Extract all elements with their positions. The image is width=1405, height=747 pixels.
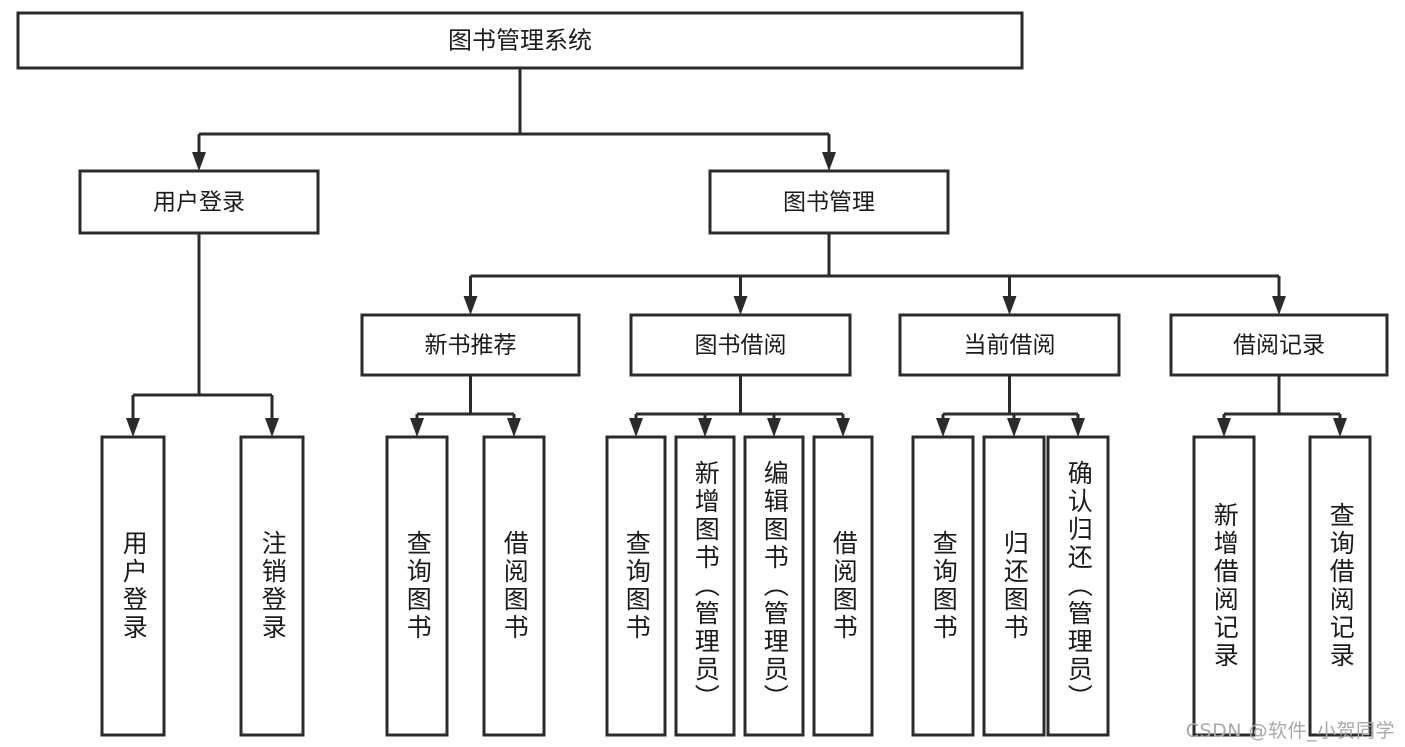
node-box-leaf-borrow-book-2[interactable] [812, 435, 874, 737]
node-label-root: 图书管理系统 [448, 27, 592, 55]
leafgroup-borrow-record-branch-0-arrowhead [1217, 418, 1231, 437]
node-box-leaf-user-login[interactable] [100, 435, 166, 737]
node-box-leaf-add-record[interactable] [1192, 435, 1256, 737]
leafgroup-current-borrow-branch-1-arrowhead [1007, 418, 1021, 437]
watermark-text: CSDN @软件_小贺同学 [1185, 720, 1395, 742]
node-box-book-borrow[interactable] [629, 313, 852, 377]
node-box-leaf-query-record[interactable] [1308, 435, 1372, 737]
leafgroup-book-borrow-branch-1-arrowhead [698, 418, 712, 437]
node-box-current-borrow[interactable] [898, 313, 1121, 377]
root-to-level2-branch-1-arrowhead [822, 152, 836, 171]
bookmgmt-to-level3-branch-0-arrowhead [463, 296, 478, 315]
leafgroup-new-book-recommend-branch-0-arrowhead [410, 418, 424, 437]
node-box-leaf-add-book[interactable] [674, 435, 736, 737]
leafgroup-user-login-branch-0-arrowhead [126, 418, 140, 437]
node-box-leaf-query-book-2[interactable] [605, 435, 667, 737]
node-label-user-login: 用户登录 [153, 190, 245, 216]
node-box-leaf-query-book-3[interactable] [911, 435, 975, 737]
leafgroup-current-borrow-branch-2-arrowhead [1071, 418, 1085, 437]
node-box-leaf-logout[interactable] [239, 435, 305, 737]
node-box-borrow-record[interactable] [1169, 313, 1389, 377]
leafgroup-book-borrow-branch-0-arrowhead [629, 418, 643, 437]
node-box-new-book-recommend[interactable] [360, 313, 581, 377]
node-label-book-borrow: 图书借阅 [695, 333, 787, 359]
leafgroup-current-borrow-branch-0-arrowhead [936, 418, 950, 437]
leafgroup-book-borrow-branch-3-arrowhead [836, 418, 850, 437]
leafgroup-book-borrow-branch-2-arrowhead [767, 418, 781, 437]
node-label-new-book-recommend: 新书推荐 [425, 333, 517, 359]
leafgroup-new-book-recommend-branch-1-arrowhead [507, 418, 521, 437]
node-box-root[interactable] [16, 11, 1024, 70]
node-box-leaf-edit-book[interactable] [743, 435, 805, 737]
root-to-level2-branch-0-arrowhead [192, 152, 206, 171]
node-box-layer [16, 11, 1389, 737]
node-box-book-management[interactable] [708, 169, 950, 235]
leafgroup-user-login-branch-1-arrowhead [265, 418, 279, 437]
node-label-current-borrow: 当前借阅 [964, 333, 1056, 359]
leafgroup-borrow-record-branch-1-arrowhead [1333, 418, 1347, 437]
node-box-leaf-return-book[interactable] [982, 435, 1046, 737]
connector-layer [126, 68, 1347, 437]
node-box-leaf-query-book-1[interactable] [385, 435, 449, 737]
node-box-user-login[interactable] [78, 169, 320, 235]
node-box-leaf-confirm-return[interactable] [1046, 435, 1110, 737]
node-label-book-management: 图书管理 [783, 190, 875, 216]
bookmgmt-to-level3-branch-1-arrowhead [733, 296, 748, 315]
node-box-leaf-borrow-book-1[interactable] [482, 435, 546, 737]
bookmgmt-to-level3-branch-2-arrowhead [1002, 296, 1017, 315]
bookmgmt-to-level3-branch-3-arrowhead [1272, 296, 1286, 315]
node-label-borrow-record: 借阅记录 [1233, 333, 1325, 359]
